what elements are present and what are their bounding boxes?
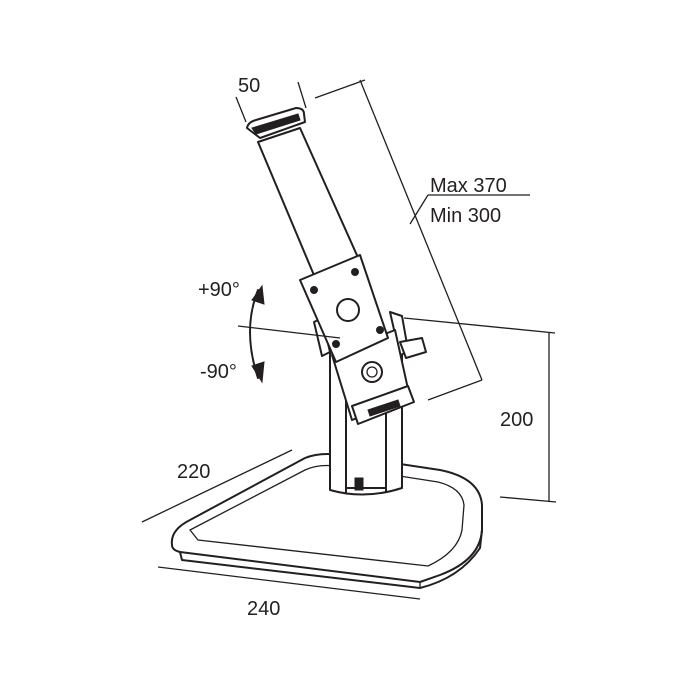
stand-base [170,453,483,589]
rotation-plus-label: +90° [198,279,240,301]
dimension-top-width: 50 [235,75,307,123]
telescopic-arm [246,107,361,281]
dimension-base-depth: 220 [141,449,293,523]
pivot-joint [313,311,427,425]
base-depth-label: 220 [177,461,210,483]
length-min-label: Min 300 [430,205,501,227]
dimension-base-width: 240 [157,566,421,620]
dimension-arm-length: Max 370 Min 300 [314,79,530,401]
height-label: 200 [500,409,533,431]
top-width-label: 50 [238,75,260,97]
dimension-height: 200 [403,317,557,503]
vesa-plate [299,254,389,363]
base-width-label: 240 [247,598,280,620]
rotation-minus-label: -90° [200,361,237,383]
rotation-indicator: +90° -90° [198,279,341,384]
length-max-label: Max 370 [430,175,507,197]
